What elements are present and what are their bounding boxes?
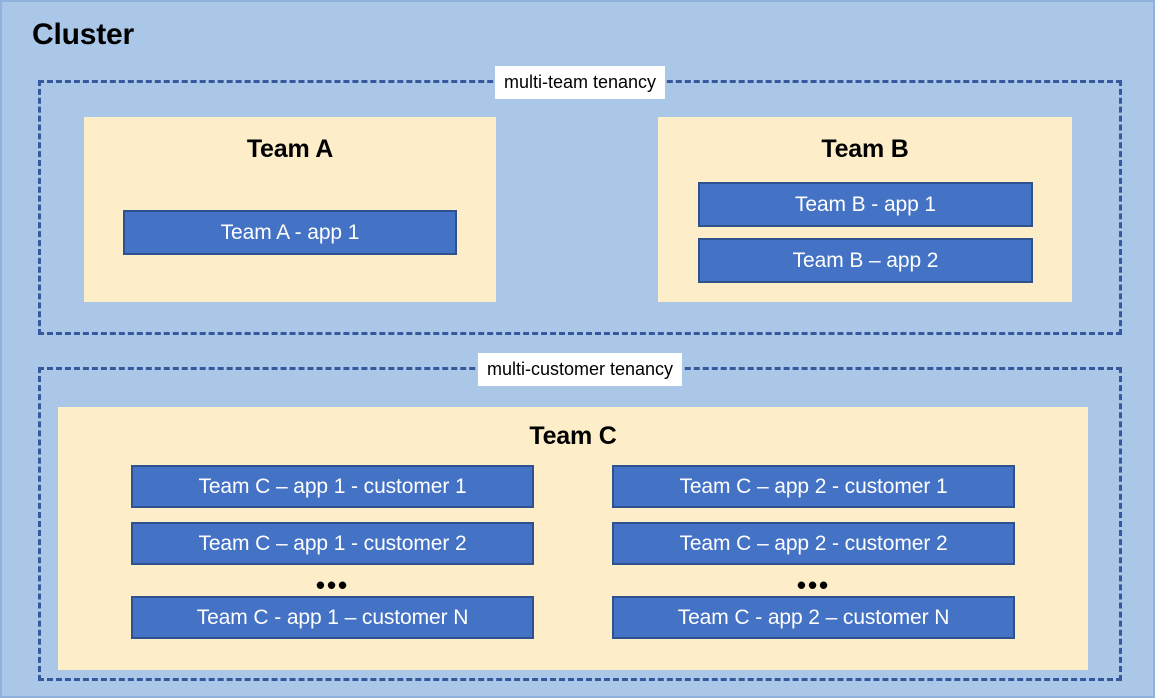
zone-multi-customer-tenancy: multi-customer tenancy xyxy=(38,353,1122,681)
team-c-app-2-column: Team C – app 2 - customer 1 Team C – app… xyxy=(612,465,1015,639)
zone-multi-team-tenancy: multi-team tenancy xyxy=(38,66,1122,335)
team-box-team-c: Team C Team C – app 1 - customer 1 Team … xyxy=(58,407,1088,670)
app-box-team-c-app-2-customer-2[interactable]: Team C – app 2 - customer 2 xyxy=(612,522,1015,565)
team-c-app-1-column: Team C – app 1 - customer 1 Team C – app… xyxy=(131,465,534,639)
team-c-title: Team C xyxy=(529,422,617,450)
app-box-team-c-app-1-customer-n[interactable]: Team C - app 1 – customer N xyxy=(131,596,534,639)
app-box-team-c-app-2-customer-n[interactable]: Team C - app 2 – customer N xyxy=(612,596,1015,639)
team-b-title: Team B xyxy=(821,135,909,163)
page-title: Cluster xyxy=(32,18,134,51)
ellipsis-team-c-app-1: ••• xyxy=(315,570,350,600)
zone-label-multi-team-tenancy: multi-team tenancy xyxy=(494,66,666,99)
team-c-columns: Team C – app 1 - customer 1 Team C – app… xyxy=(58,465,1088,639)
app-box-team-c-app-2-customer-1[interactable]: Team C – app 2 - customer 1 xyxy=(612,465,1015,508)
app-box-team-c-app-1-customer-2[interactable]: Team C – app 1 - customer 2 xyxy=(131,522,534,565)
ellipsis-team-c-app-2: ••• xyxy=(796,570,831,600)
app-box-team-a-app-1[interactable]: Team A - app 1 xyxy=(123,210,457,255)
team-b-app-list: Team B - app 1 Team B – app 2 xyxy=(698,182,1033,283)
team-box-team-b: Team B Team B - app 1 Team B – app 2 xyxy=(658,117,1072,302)
app-box-team-c-app-1-customer-1[interactable]: Team C – app 1 - customer 1 xyxy=(131,465,534,508)
team-box-team-a: Team A Team A - app 1 xyxy=(84,117,496,302)
team-a-app-list: Team A - app 1 xyxy=(123,210,457,255)
zone-label-multi-customer-tenancy: multi-customer tenancy xyxy=(477,353,683,386)
team-a-title: Team A xyxy=(246,135,334,163)
app-box-team-b-app-1[interactable]: Team B - app 1 xyxy=(698,182,1033,227)
app-box-team-b-app-2[interactable]: Team B – app 2 xyxy=(698,238,1033,283)
